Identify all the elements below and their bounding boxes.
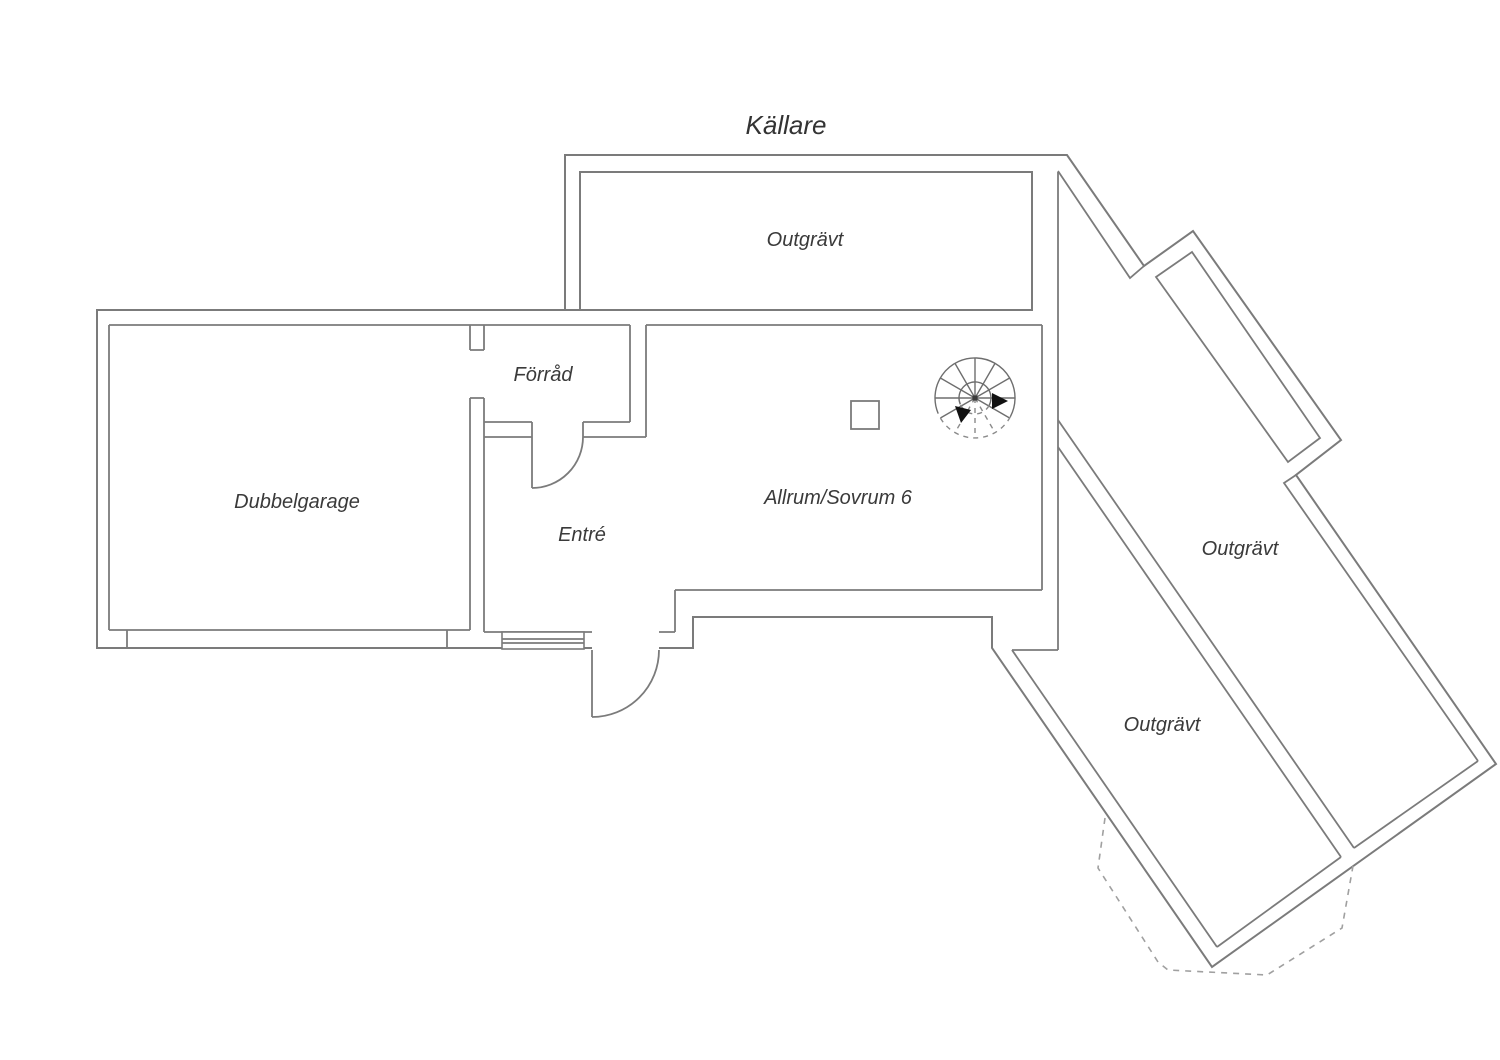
spiral-staircase xyxy=(934,357,1016,439)
garage-entry-wall xyxy=(469,325,485,632)
wing-se-inner-wall xyxy=(1216,760,1479,948)
stair-inner-circle-hidden xyxy=(959,403,990,415)
wing-band-inner-line xyxy=(1057,170,1145,280)
room-label-outgravt-low: Outgrävt xyxy=(1124,714,1202,736)
page-title: Källare xyxy=(746,110,827,140)
wing-ne-inner-wall xyxy=(1282,474,1479,762)
entrance-door-swing-arc xyxy=(591,649,660,718)
room-label-entre: Entré xyxy=(558,524,606,546)
room-label-outgravt-top: Outgrävt xyxy=(767,229,845,251)
stair-arrow-left-icon xyxy=(955,406,971,423)
stair-arrow-right-icon xyxy=(992,393,1008,409)
wing-middle-wall xyxy=(1057,419,1355,858)
room-label-dubbelgarage: Dubbelgarage xyxy=(234,491,360,513)
entry-window xyxy=(501,631,585,650)
outer-wall xyxy=(96,154,1498,969)
stair-inner-circle xyxy=(958,381,992,406)
stair-outer-circle-hidden xyxy=(937,413,1011,439)
stair-steps-hidden xyxy=(954,397,996,438)
stair-outer-circle xyxy=(934,357,1016,418)
unexcavated-dashed-outline xyxy=(1097,817,1354,976)
room-label-allrum: Allrum/Sovrum 6 xyxy=(763,487,913,509)
room-label-outgravt-mid: Outgrävt xyxy=(1202,538,1280,560)
chimney-square xyxy=(850,400,880,430)
forrad-allrum-divider xyxy=(629,325,647,437)
room-label-forrad: Förråd xyxy=(514,364,574,386)
wing-lower-room-inner xyxy=(1011,649,1218,948)
forrad-entre-wall xyxy=(484,421,646,438)
stair-center-post xyxy=(972,395,978,401)
forrad-door-swing-arc xyxy=(531,436,584,489)
garage-inner-walls xyxy=(108,325,470,648)
wing-top-room-inner xyxy=(1154,250,1322,464)
